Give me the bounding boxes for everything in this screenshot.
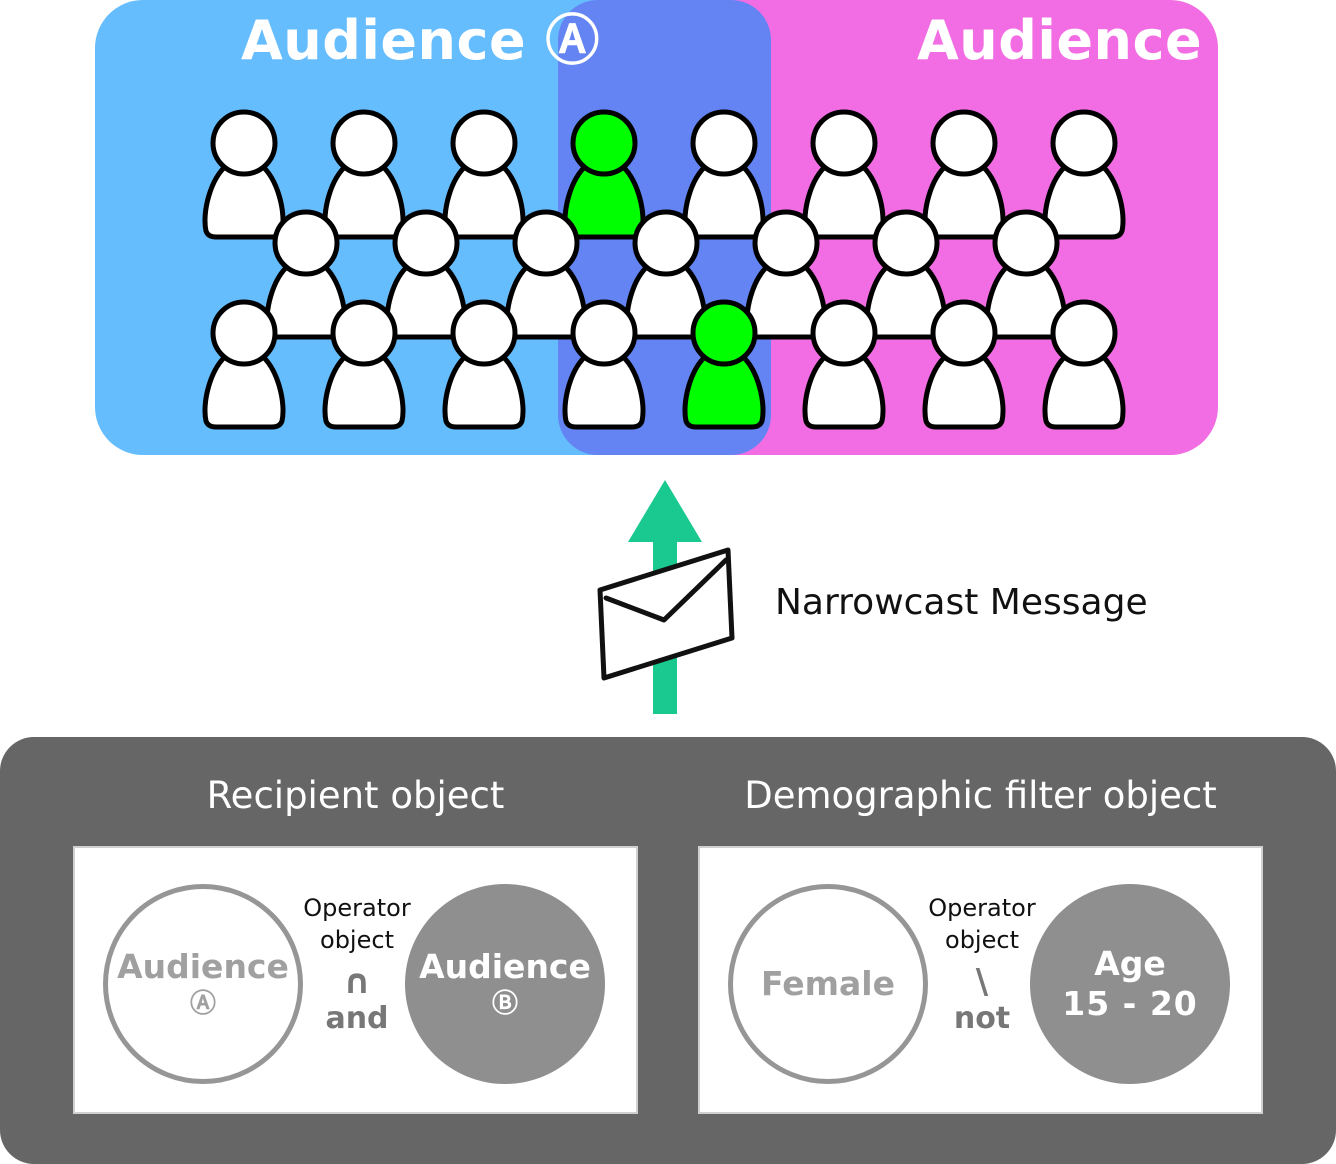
objects-panel: Recipient object Demographic filter obje… — [0, 737, 1336, 1164]
circle-sublabel: Ⓐ — [189, 989, 216, 1020]
person-icon — [384, 209, 468, 340]
people-group — [202, 109, 1126, 430]
arrow-head — [628, 480, 702, 542]
circle-sublabel: 15 - 20 — [1062, 984, 1198, 1023]
person-icon — [922, 299, 1006, 430]
operator-label: Operator object — [928, 894, 1036, 954]
person-icon — [864, 209, 948, 340]
person-icon — [202, 299, 286, 430]
audience-b-title: Audience Ⓑ — [917, 9, 1276, 72]
intersection-symbol: ∩ — [343, 962, 371, 1002]
person-icon — [744, 209, 828, 340]
person-icon — [264, 209, 348, 340]
person-icon — [504, 209, 588, 340]
person-icon — [1042, 299, 1126, 430]
circle-sublabel: Ⓑ — [491, 989, 518, 1020]
narrowcast-message-label: Narrowcast Message — [775, 582, 1148, 623]
audience-b-circle: Audience Ⓑ — [405, 884, 605, 1084]
envelope-icon — [597, 547, 735, 681]
demographic-filter-title: Demographic filter object — [744, 774, 1217, 817]
circle-label: Age — [1094, 944, 1166, 984]
target-person-icon — [682, 299, 766, 430]
person-icon — [682, 109, 766, 240]
person-icon — [922, 109, 1006, 240]
message-arrow — [597, 480, 735, 714]
circle-label: Female — [761, 964, 895, 1004]
operator-word: not — [953, 1001, 1011, 1036]
age-circle: Age 15 - 20 — [1030, 884, 1230, 1084]
audience-panel: Audience Ⓐ Audience Ⓑ — [95, 0, 1275, 455]
person-icon — [202, 109, 286, 240]
recipient-object-box: Audience Ⓐ Operator object ∩ and Audienc… — [73, 846, 638, 1114]
person-icon — [984, 209, 1068, 340]
person-icon — [322, 299, 406, 430]
female-circle: Female — [728, 884, 928, 1084]
demographic-filter-box: Female Operator object \ not Age 15 - 20 — [698, 846, 1263, 1114]
person-icon — [624, 209, 708, 340]
circle-label: Audience — [117, 947, 289, 987]
person-icon — [1042, 109, 1126, 240]
person-icon — [442, 299, 526, 430]
person-icon — [802, 109, 886, 240]
operator-label: Operator object — [303, 894, 411, 954]
target-person-icon — [562, 109, 646, 240]
recipient-operator: Operator object ∩ and — [297, 892, 417, 1036]
filter-operator: Operator object \ not — [922, 892, 1042, 1036]
person-icon — [442, 109, 526, 240]
person-icon — [322, 109, 406, 240]
audience-a-title: Audience Ⓐ — [241, 9, 600, 72]
person-icon — [802, 299, 886, 430]
recipient-object-title: Recipient object — [206, 774, 505, 817]
set-difference-symbol: \ — [975, 962, 989, 1002]
person-icon — [562, 299, 646, 430]
circle-label: Audience — [419, 947, 591, 987]
audience-diagram — [95, 0, 1218, 455]
audience-a-circle: Audience Ⓐ — [103, 884, 303, 1084]
operator-word: and — [325, 1001, 389, 1036]
